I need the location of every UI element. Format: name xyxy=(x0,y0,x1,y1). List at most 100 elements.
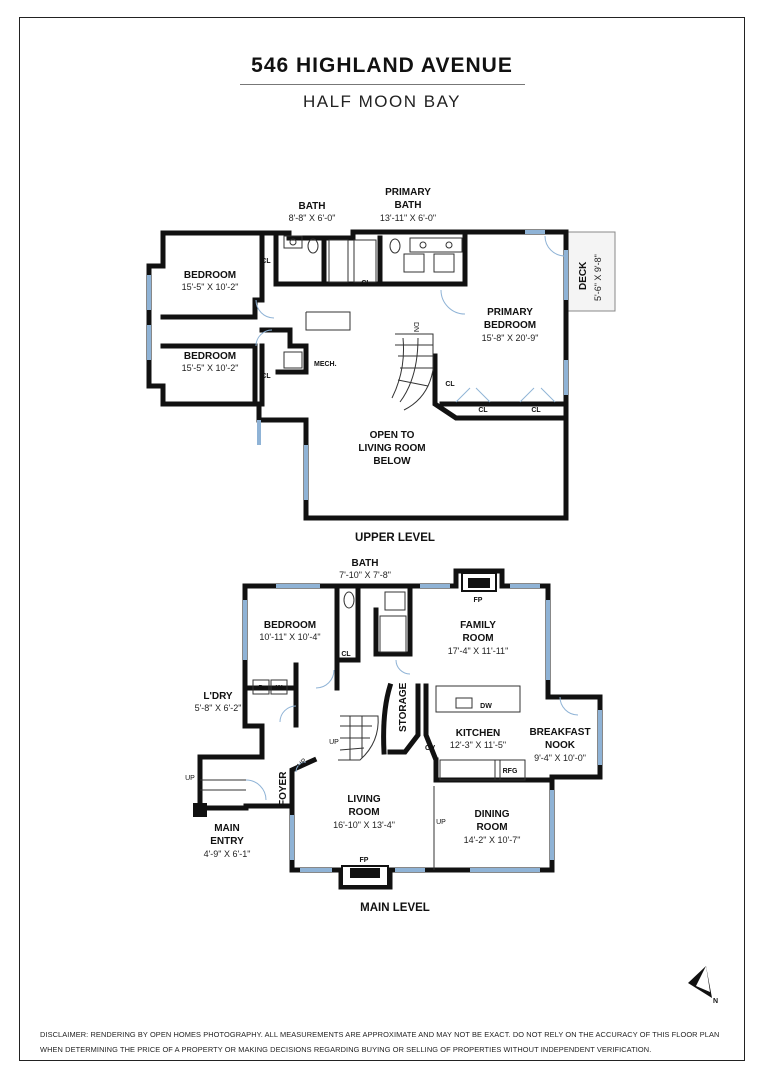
storage-curve xyxy=(381,682,394,755)
upper-level-plan: BATH 8'-8" X 6'-0" PRIMARY BATH 13'-11" … xyxy=(146,187,616,544)
laundry-dim: 5'-8" X 6'-2" xyxy=(195,703,242,713)
foyer-up-label: UP xyxy=(296,757,308,769)
upper-closet-1: CL xyxy=(261,258,271,265)
family-fireplace xyxy=(461,572,497,592)
upper-bath-label: BATH xyxy=(298,201,325,212)
upper-stair xyxy=(391,333,434,411)
living-fireplace xyxy=(341,865,389,887)
refrigerator xyxy=(494,759,526,781)
upper-closet-5: CL xyxy=(478,407,488,414)
main-level-plan: BATH 7'-10" X 7'-8" BEDROOM 10'-11" X 10… xyxy=(185,558,603,914)
upper-windows xyxy=(147,230,568,500)
bedroom2-dim: 15'-5" X 10'-2" xyxy=(182,363,239,373)
bath-wall xyxy=(334,583,361,663)
north-letter: N xyxy=(713,998,718,1005)
mech-label: MECH. xyxy=(314,361,337,368)
bath-fixtures xyxy=(283,235,463,369)
washer xyxy=(270,679,288,695)
upper-closet-4: CL xyxy=(445,381,455,388)
upper-closet-2: CL xyxy=(261,373,271,380)
kitchen-label: KITCHEN xyxy=(456,728,500,739)
primary-bedroom-dim: 15'-8" X 20'-9" xyxy=(482,333,539,343)
upper-level-label: UPPER LEVEL xyxy=(355,532,435,544)
living-room-label-1: LIVING xyxy=(347,794,381,805)
family-room-label-1: FAMILY xyxy=(460,620,496,631)
living-room-dim: 16'-10" X 13'-4" xyxy=(333,820,395,830)
refrigerator-label: RFG xyxy=(503,768,518,775)
laundry-label: L'DRY xyxy=(203,691,233,702)
bedroom2-wall xyxy=(160,343,258,407)
bedroom1-wall xyxy=(160,297,265,320)
bath-wall xyxy=(273,229,468,287)
dining-room-label-1: DINING xyxy=(475,809,510,820)
down-label: DN xyxy=(412,322,419,332)
open-label-2: LIVING ROOM xyxy=(358,443,425,454)
dining-room-dim: 14'-2" X 10'-7" xyxy=(464,835,521,845)
dishwasher-label: DW xyxy=(480,703,492,710)
primary-bath-label-1: PRIMARY xyxy=(385,187,431,198)
main-closet-label: CL xyxy=(341,651,351,658)
nook-dim: 9'-4" X 10'-0" xyxy=(534,753,586,763)
disclaimer-text: DISCLAIMER: RENDERING BY OPEN HOMES PHOT… xyxy=(40,1030,720,1054)
oven-label: OV xyxy=(425,745,435,752)
primary-bedroom-label-1: PRIMARY xyxy=(487,307,533,318)
page-frame xyxy=(19,17,745,1061)
entry-dim: 4'-9" X 6'-1" xyxy=(204,849,251,859)
hall-rail xyxy=(305,311,351,331)
main-bath-label: BATH xyxy=(351,558,378,569)
main-bedroom-label: BEDROOM xyxy=(264,620,316,631)
main-bath-fixtures xyxy=(343,591,407,653)
deck-label: DECK xyxy=(578,261,589,290)
upper-closet-6: CL xyxy=(531,407,541,414)
kitchen-dim: 12'-3" X 11'-5" xyxy=(450,740,506,750)
nook-label-1: BREAKFAST xyxy=(529,727,590,738)
family-fp-label: FP xyxy=(474,597,483,604)
washer-label: W xyxy=(276,685,283,692)
dryer-label: D xyxy=(258,685,263,692)
main-stair xyxy=(338,715,379,761)
deck-outline xyxy=(565,231,616,312)
entry-up-label: UP xyxy=(185,775,195,782)
dryer xyxy=(252,679,270,695)
property-address: 546 HIGHLAND AVENUE xyxy=(251,54,513,77)
bedroom2-label: BEDROOM xyxy=(184,351,236,362)
nook-label-2: NOOK xyxy=(545,740,576,751)
main-doors xyxy=(245,659,579,801)
entry-steps xyxy=(193,779,246,817)
property-city: HALF MOON BAY xyxy=(302,92,462,111)
bedroom1-label: BEDROOM xyxy=(184,270,236,281)
main-level-label: MAIN LEVEL xyxy=(360,902,430,914)
family-room-dim: 17'-4" X 11'-11" xyxy=(448,646,509,656)
kitchen-sink xyxy=(455,697,473,709)
foyer-wall xyxy=(289,756,318,809)
storage-label: STORAGE xyxy=(398,682,409,732)
foyer-label: FOYER xyxy=(278,771,289,806)
primary-bath-dim: 13'-11" X 6'-0" xyxy=(380,213,436,223)
kitchen-island xyxy=(435,685,521,713)
primary-closet-wall xyxy=(432,353,569,421)
deck-dim: 5'-6" X 9'-8" xyxy=(593,254,603,301)
primary-bath-label-2: BATH xyxy=(394,200,421,211)
open-label-1: OPEN TO xyxy=(370,430,415,441)
open-label-3: BELOW xyxy=(373,456,411,467)
hall-wall xyxy=(259,327,309,375)
living-room-label-2: ROOM xyxy=(348,807,379,818)
upper-bath-dim: 8'-8" X 6'-0" xyxy=(289,213,336,223)
primary-bedroom-label-2: BEDROOM xyxy=(484,320,536,331)
main-bedroom-dim: 10'-11" X 10'-4" xyxy=(259,632,320,642)
kitchen-counter xyxy=(439,759,501,781)
stair-up-label: UP xyxy=(329,739,339,746)
main-bath-dim: 7'-10" X 7'-8" xyxy=(339,570,391,580)
living-fp-label: FP xyxy=(360,857,369,864)
entry-label-1: MAIN xyxy=(214,823,240,834)
dining-room-label-2: ROOM xyxy=(476,822,507,833)
bedroom1-dim: 15'-5" X 10'-2" xyxy=(182,282,239,292)
storage-wall xyxy=(387,683,421,755)
main-windows xyxy=(243,584,602,872)
title-rule xyxy=(240,84,525,85)
bath-right-wall xyxy=(373,583,413,657)
entry-label-2: ENTRY xyxy=(210,836,244,847)
north-arrow-icon: N xyxy=(688,966,718,1005)
upper-doors xyxy=(255,235,566,403)
